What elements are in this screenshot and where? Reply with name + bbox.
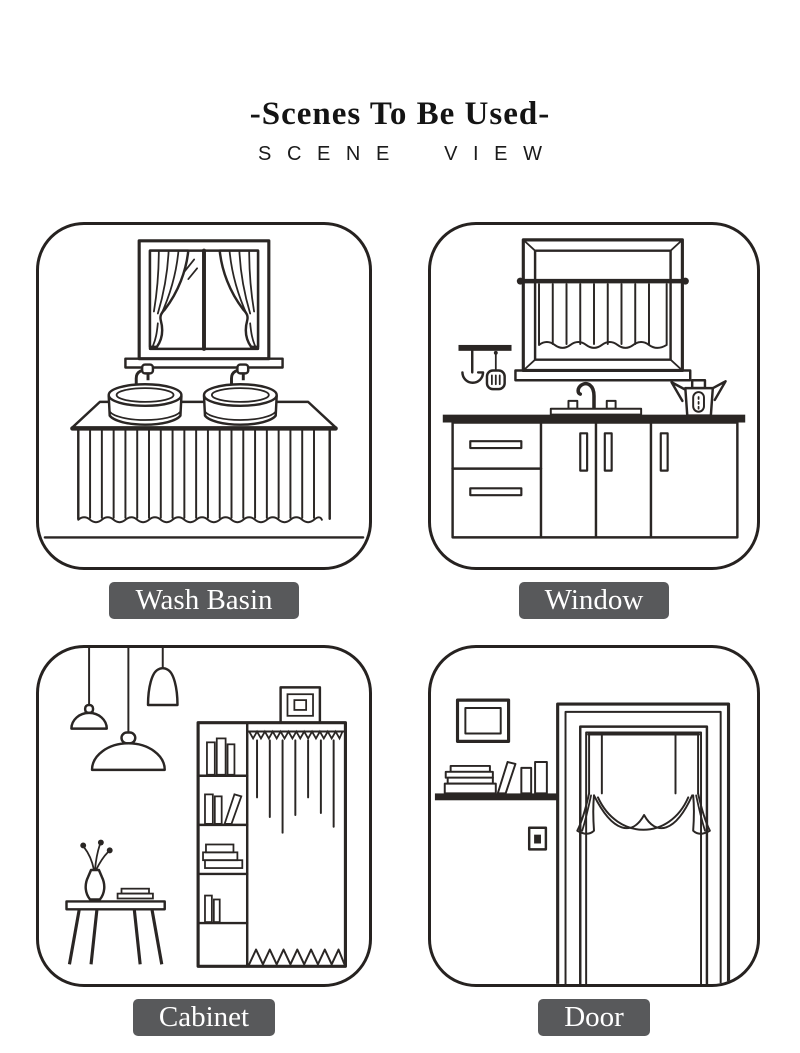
scene-label-wash-basin: Wash Basin	[109, 582, 299, 619]
cabinet-scene-illustration	[65, 648, 347, 968]
scene-panel-window	[428, 222, 760, 570]
scene-card-window: Window	[428, 222, 760, 619]
kitchen-cabinet-icon	[442, 414, 746, 539]
page-header: -Scenes To Be Used- SCENE VIEW	[0, 0, 800, 166]
picture-frame-icon	[455, 698, 511, 743]
vessel-sink-icon	[202, 363, 278, 426]
balloon-curtain-icon	[576, 733, 711, 835]
vase-icon	[80, 839, 113, 901]
cabinet-curtain-icon	[246, 729, 347, 966]
scene-label-window: Window	[518, 582, 670, 619]
cafe-curtain-window-icon	[514, 238, 692, 382]
scene-card-wash-basin: Wash Basin	[36, 222, 372, 619]
scene-card-door: Door	[428, 645, 760, 1036]
picture-frame-icon	[279, 686, 322, 724]
page-subtitle: SCENE VIEW	[258, 143, 558, 165]
curtained-window-icon	[124, 239, 284, 369]
scene-label-cabinet: Cabinet	[132, 999, 276, 1036]
door-scene-illustration	[434, 698, 731, 984]
vessel-sink-icon	[107, 363, 183, 426]
wash-basin-illustration	[43, 239, 365, 539]
side-table-icon	[65, 887, 166, 965]
light-switch-icon	[527, 826, 548, 851]
kitchen-window-scene-illustration	[442, 238, 746, 539]
scene-card-cabinet: Cabinet	[36, 645, 372, 1036]
vanity-counter-icon	[43, 400, 365, 539]
page-title: -Scenes To Be Used-	[249, 96, 551, 132]
kettle-icon	[670, 379, 727, 417]
faucet-icon	[549, 381, 643, 416]
scene-panel-door	[428, 645, 760, 987]
door-frame-icon	[556, 702, 731, 984]
wall-shelf-icon	[434, 761, 557, 801]
scene-label-door: Door	[538, 999, 650, 1036]
pendant-lamp-icon	[70, 648, 179, 772]
bookshelf-icon	[196, 721, 347, 968]
utensil-rack-icon	[458, 344, 512, 391]
scene-panel-wash-basin	[36, 222, 372, 570]
scene-panel-cabinet	[36, 645, 372, 987]
